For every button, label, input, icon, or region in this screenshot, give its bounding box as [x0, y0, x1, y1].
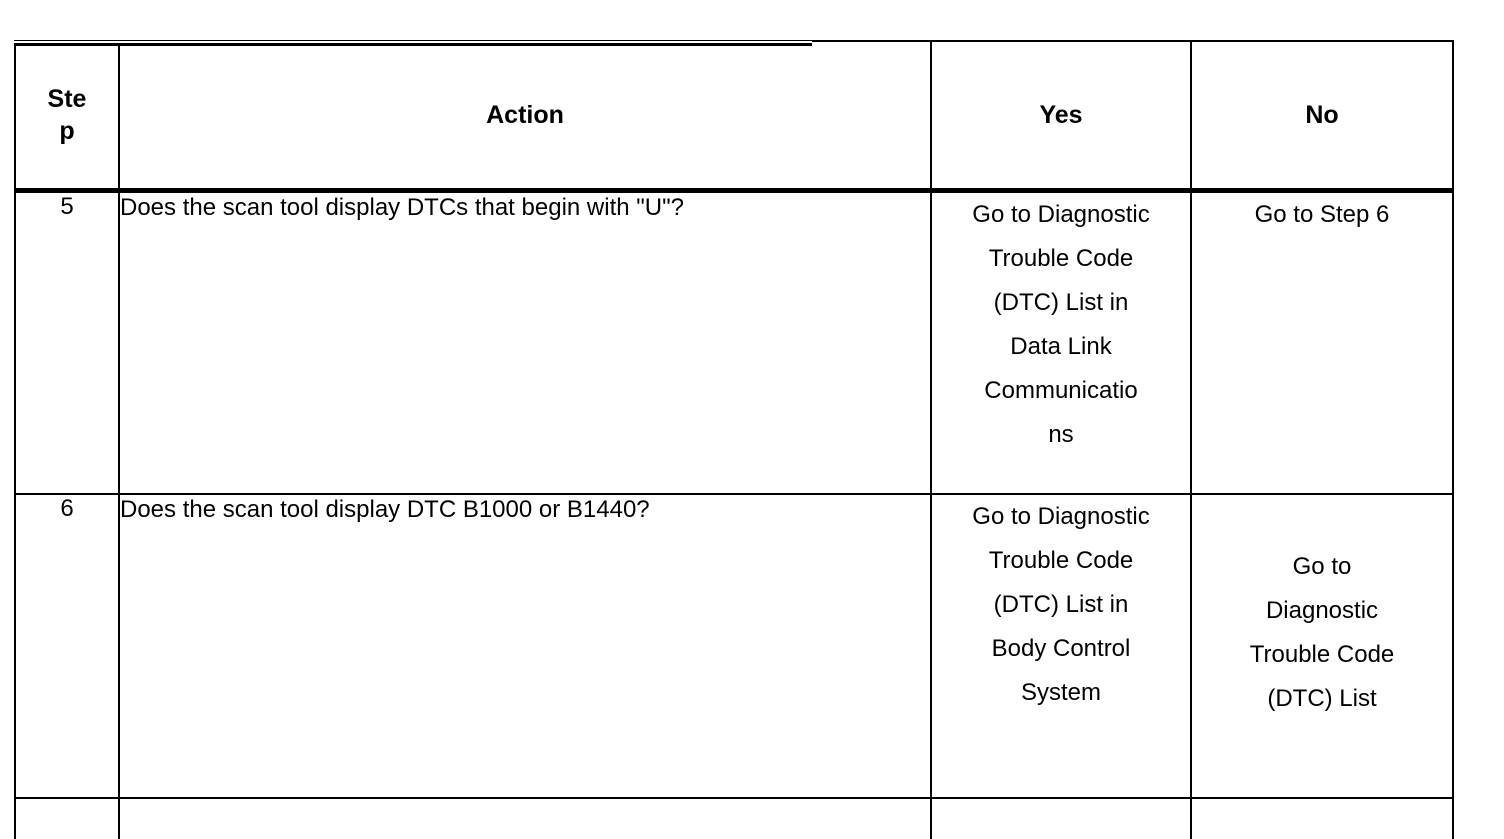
table-header-row: Step Action Yes No	[14, 40, 1454, 193]
yes-line: Body Control	[991, 635, 1131, 662]
no-line: Diagnostic	[1265, 597, 1379, 624]
cell-no-result-partial	[1190, 797, 1454, 839]
no-line: Trouble Code	[1249, 641, 1395, 668]
column-header-step-label: Step	[47, 84, 87, 146]
table-row-partial	[14, 797, 1454, 839]
yes-line: (DTC) List in	[993, 591, 1129, 618]
cell-yes-result-partial	[930, 797, 1192, 839]
cell-no-result: Go to Diagnostic Trouble Code (DTC) List	[1190, 493, 1454, 799]
yes-line: Data Link	[1010, 333, 1112, 360]
cell-step-number: 6	[14, 493, 120, 799]
no-line: Go to Step 6	[1254, 201, 1390, 228]
cell-yes-result: Go to Diagnostic Trouble Code (DTC) List…	[930, 189, 1192, 495]
cell-step-number-partial	[14, 797, 120, 839]
column-header-no-label: No	[1305, 100, 1339, 129]
cell-action-text-partial	[118, 797, 932, 839]
cell-yes-result: Go to Diagnostic Trouble Code (DTC) List…	[930, 493, 1192, 799]
column-header-action: Action	[118, 40, 932, 193]
cell-action-text: Does the scan tool display DTCs that beg…	[118, 189, 932, 495]
column-header-yes-label: Yes	[1039, 100, 1083, 129]
cell-no-result: Go to Step 6	[1190, 189, 1454, 495]
diagnostic-procedure-table: Step Action Yes No 5 Does the scan tool …	[14, 40, 1454, 839]
table-row: 6 Does the scan tool display DTC B1000 o…	[14, 493, 1454, 799]
yes-line: System	[1020, 679, 1101, 706]
yes-line: (DTC) List in	[993, 289, 1129, 316]
yes-line: Go to Diagnostic	[972, 503, 1150, 530]
top-rule-offset-mask	[14, 41, 812, 44]
yes-line: Communicatio	[984, 377, 1138, 404]
no-line: Go to	[1292, 553, 1352, 580]
yes-line: ns	[1048, 421, 1074, 448]
column-header-action-label: Action	[486, 100, 564, 129]
yes-line: Trouble Code	[988, 245, 1134, 272]
yes-line: Go to Diagnostic	[972, 201, 1150, 228]
yes-line: Trouble Code	[988, 547, 1134, 574]
column-header-no: No	[1190, 40, 1454, 193]
page-root: Step Action Yes No 5 Does the scan tool …	[14, 40, 1454, 839]
top-rule-offset-segment	[14, 43, 812, 46]
cell-step-number: 5	[14, 189, 120, 495]
table-row: 5 Does the scan tool display DTCs that b…	[14, 189, 1454, 495]
column-header-yes: Yes	[930, 40, 1192, 193]
cell-action-text: Does the scan tool display DTC B1000 or …	[118, 493, 932, 799]
column-header-step: Step	[14, 40, 120, 193]
no-line: (DTC) List	[1267, 685, 1377, 712]
